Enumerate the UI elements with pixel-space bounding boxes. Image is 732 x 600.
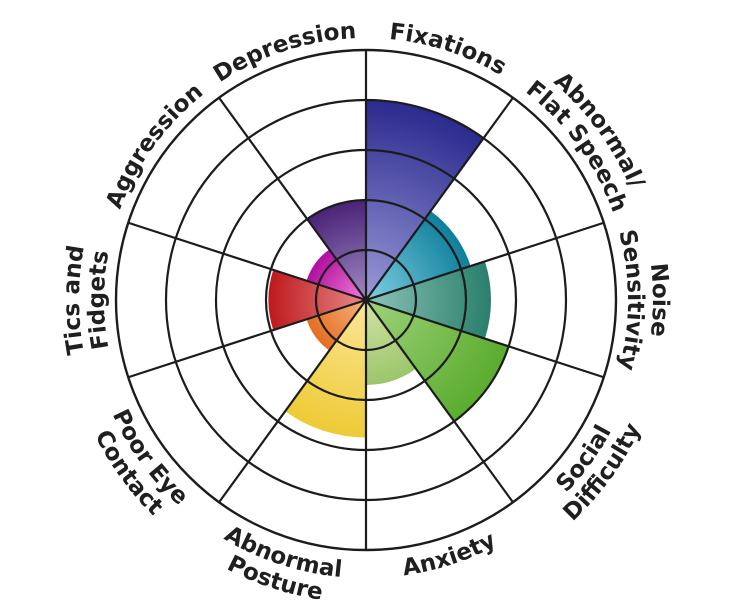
category-label: Abnormal/Flat Speech <box>521 67 649 215</box>
spoke-line <box>365 299 514 503</box>
category-label-line: Aggression <box>101 78 208 212</box>
spoke-line <box>127 221 367 302</box>
wedge-poor-eye-contact <box>306 300 366 351</box>
wedge-abnormal-flat-speech <box>366 211 471 300</box>
category-label: Aggression <box>101 78 208 212</box>
spoke-line <box>365 221 605 302</box>
spoke-line <box>218 97 367 301</box>
spoke-line <box>365 298 605 379</box>
wedge-aggression <box>306 249 366 300</box>
wedge-abnormal-posture <box>285 300 366 438</box>
category-label-line: Fixations <box>388 19 511 81</box>
spoke-line <box>127 298 367 379</box>
category-label-line: Tics and <box>59 243 90 356</box>
grid-layer <box>114 48 618 552</box>
wedge-fixations <box>366 100 484 300</box>
category-label-line: Fidgets <box>84 249 114 352</box>
wedge-tics-and-fidgets <box>268 269 366 331</box>
wedge-depression <box>307 200 366 300</box>
category-label-line: Noise <box>645 262 673 338</box>
category-label-line: Sensitivity <box>613 227 648 373</box>
wedge-layer <box>268 100 509 438</box>
wedge-social-difficulty <box>366 300 509 422</box>
wedge-noise-sensitivity <box>366 261 491 339</box>
category-label: Fixations <box>388 19 511 81</box>
spoke-line <box>218 299 367 503</box>
center-hub <box>362 296 370 304</box>
spoke-line <box>365 97 514 301</box>
